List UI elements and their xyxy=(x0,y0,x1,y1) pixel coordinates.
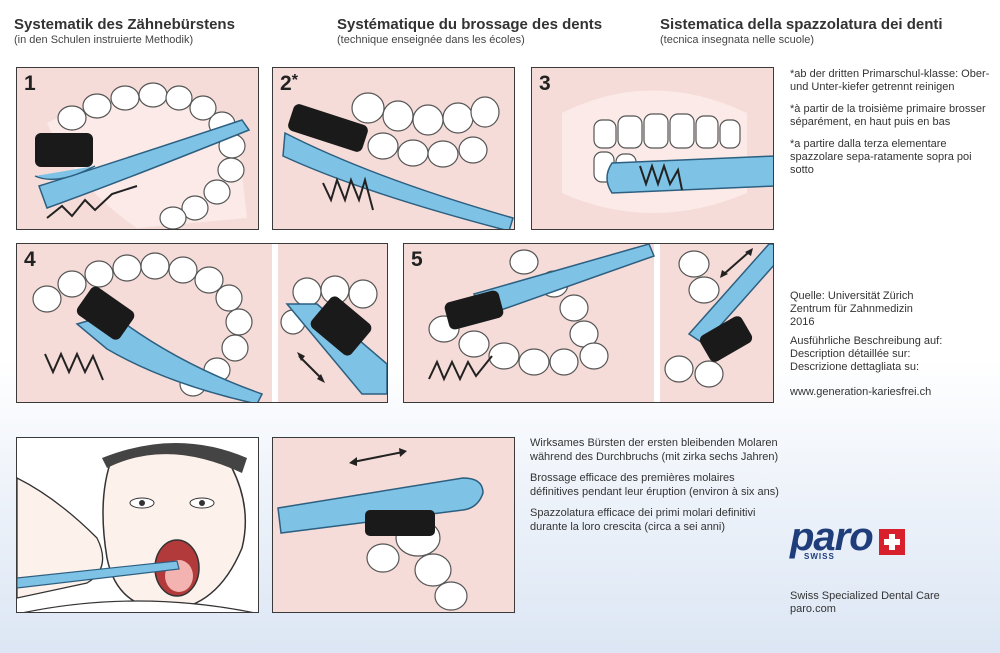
header-subtitle: (technique enseignée dans les écoles) xyxy=(337,34,525,46)
step-2-illustration xyxy=(282,92,514,229)
desc-it: Descrizione dettagliata su: xyxy=(790,361,920,373)
header-title: Sistematica della spazzolatura dei denti xyxy=(660,16,943,33)
panel-step-2: 2* xyxy=(272,67,515,230)
header-subtitle: (tecnica insegnata nelle scuole) xyxy=(660,34,815,46)
panel-step-4: 4 xyxy=(16,243,388,403)
paro-logo-sub: SWISS xyxy=(804,552,835,561)
brand-site-link[interactable]: paro.com xyxy=(790,603,836,615)
header-fr: Systématique du brossage des dents (tech… xyxy=(337,16,602,46)
panel-step-5: 5 xyxy=(403,243,774,403)
swiss-cross-icon xyxy=(879,528,906,555)
step-number: 1 xyxy=(24,72,36,95)
molar-text-de: Wirksames Bürsten der ersten bleibenden … xyxy=(530,437,779,463)
header-subtitle: (in den Schulen instruierte Methodik) xyxy=(14,34,194,46)
source-url-link[interactable]: www.generation-kariesfrei.ch xyxy=(790,386,932,398)
note-it: *a partire dalla terza elementare spazzo… xyxy=(790,138,972,176)
paro-logo-word: paro xyxy=(790,515,874,559)
brand-info: Swiss Specialized Dental Care paro.com xyxy=(790,590,990,616)
header-title: Systematik des Zähnebürstens xyxy=(14,16,235,33)
source-year: 2016 xyxy=(790,316,815,328)
header-de: Systematik des Zähnebürstens (in den Sch… xyxy=(14,16,235,46)
note-de: *ab der dritten Primarschul-klasse: Ober… xyxy=(790,68,990,93)
source-info: Quelle: Universität Zürich Zentrum für Z… xyxy=(790,290,990,399)
molar-brushing-illustration xyxy=(277,448,484,611)
brand-tagline: Swiss Specialized Dental Care xyxy=(790,590,940,602)
source-label: Quelle: Universität Zürich xyxy=(790,290,914,302)
desc-de: Ausführliche Beschreibung auf: xyxy=(790,335,943,347)
step-3-illustration xyxy=(562,90,773,213)
child-brushing-illustration xyxy=(17,443,254,612)
panel-step-1: 1 xyxy=(16,67,259,230)
header-title: Systématique du brossage des dents xyxy=(337,16,603,33)
desc-fr: Description détaillée sur: xyxy=(790,348,911,360)
molar-text-fr: Brossage efficace des premières molaires… xyxy=(530,472,779,498)
step-asterisk: * xyxy=(291,72,298,89)
header-it: Sistematica della spazzolatura dei denti… xyxy=(660,16,943,46)
step-5-illustration xyxy=(428,244,773,402)
step-number: 4 xyxy=(24,248,36,271)
note-fr: *à partir de la troisième primaire bross… xyxy=(790,103,986,128)
step-number-value: 2 xyxy=(280,72,292,95)
step-4-illustration xyxy=(32,244,387,402)
step-number: 5 xyxy=(411,248,423,271)
step-number: 2* xyxy=(280,72,298,96)
molar-text-it: Spazzolatura efficace dei primi molari d… xyxy=(530,507,756,533)
school-notes: *ab der dritten Primarschul-klasse: Ober… xyxy=(790,68,990,186)
panel-child xyxy=(16,437,259,613)
step-1-illustration xyxy=(34,82,251,229)
molar-description: Wirksames Bürsten der ersten bleibenden … xyxy=(530,437,780,542)
panel-molar xyxy=(272,437,515,613)
source-line2: Zentrum für Zahnmedizin xyxy=(790,303,913,315)
step-number: 3 xyxy=(539,72,551,95)
panel-step-3: 3 xyxy=(531,67,774,230)
paro-logo: paro SWISS xyxy=(790,515,906,561)
